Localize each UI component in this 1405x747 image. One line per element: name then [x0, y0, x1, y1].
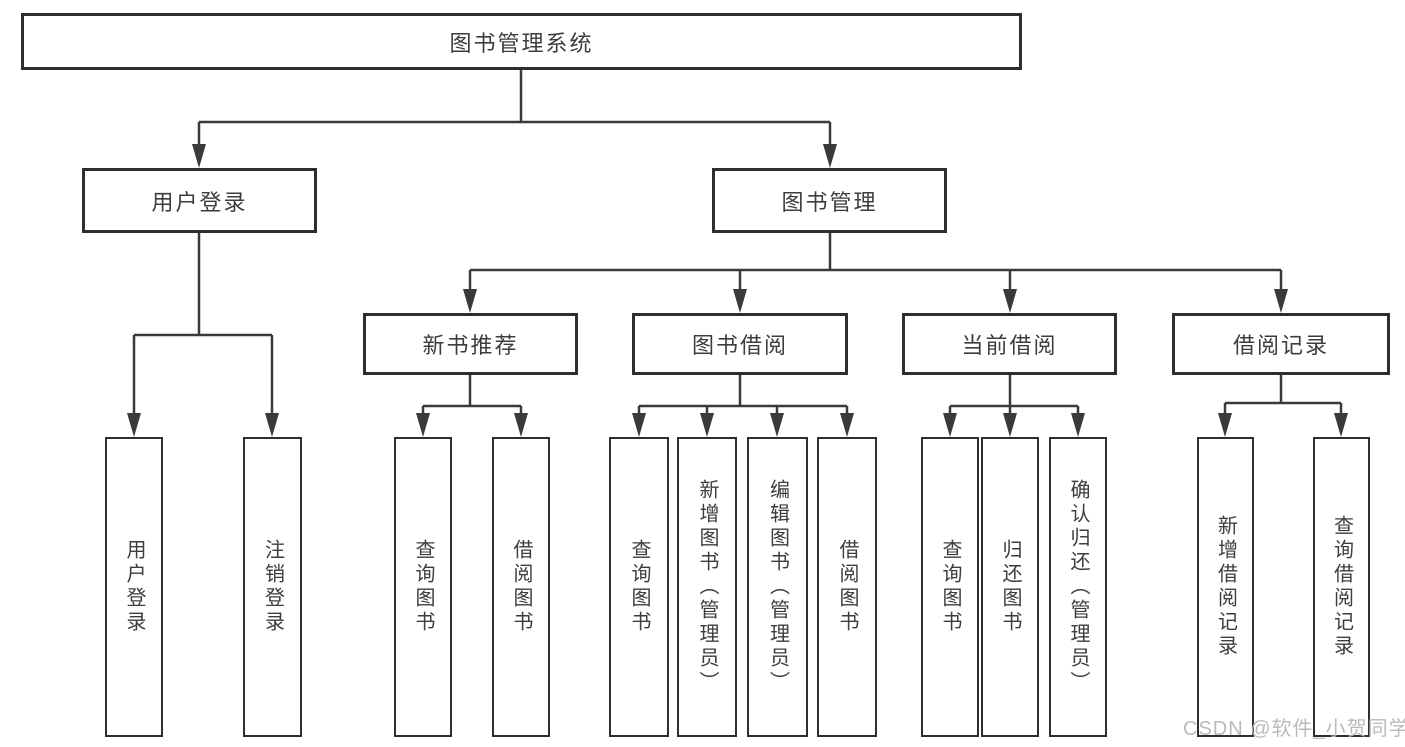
node-new-book-recommend: 新书推荐 [363, 313, 578, 375]
leaf-query-borrow-record-label: 查询借阅记录 [1330, 515, 1353, 659]
node-new-book-recommend-label: 新书推荐 [422, 333, 519, 358]
leaf-borrow-books-borrowing: 借阅图书 [817, 437, 877, 737]
leaf-add-borrow-record: 新增借阅记录 [1197, 437, 1254, 737]
leaf-confirm-return-admin: 确认归还（管理员） [1049, 437, 1107, 737]
node-book-borrowing: 图书借阅 [632, 313, 848, 375]
leaf-return-books: 归还图书 [981, 437, 1039, 737]
watermark-text: CSDN @软件_小贺同学 [1183, 718, 1405, 740]
node-user-login-label: 用户登录 [151, 189, 248, 215]
leaf-add-books-admin-label: 新增图书（管理员） [696, 479, 718, 695]
node-borrowing-records: 借阅记录 [1172, 313, 1390, 375]
leaf-user-login-label: 用户登录 [123, 539, 145, 635]
leaf-add-borrow-record-label: 新增借阅记录 [1214, 515, 1237, 659]
leaf-query-books-current-label: 查询图书 [939, 539, 961, 635]
node-root-label: 图书管理系统 [449, 30, 594, 56]
node-book-management-label: 图书管理 [781, 189, 878, 215]
leaf-query-books-borrowing: 查询图书 [609, 437, 669, 737]
node-user-login: 用户登录 [82, 168, 317, 233]
leaf-borrow-books-recommend-label: 借阅图书 [510, 539, 532, 635]
node-borrowing-records-label: 借阅记录 [1232, 333, 1329, 358]
leaf-query-books-recommend: 查询图书 [394, 437, 452, 737]
node-current-borrowing: 当前借阅 [902, 313, 1117, 375]
leaf-logout-label: 注销登录 [261, 539, 284, 635]
leaf-query-books-current: 查询图书 [921, 437, 979, 737]
leaf-borrow-books-borrowing-label: 借阅图书 [836, 539, 858, 635]
leaf-return-books-label: 归还图书 [999, 539, 1021, 635]
leaf-add-books-admin: 新增图书（管理员） [677, 437, 737, 737]
node-root: 图书管理系统 [21, 13, 1022, 70]
node-book-management: 图书管理 [712, 168, 947, 233]
node-current-borrowing-label: 当前借阅 [961, 333, 1058, 358]
leaf-query-books-borrowing-label: 查询图书 [628, 539, 650, 635]
leaf-user-login: 用户登录 [105, 437, 163, 737]
leaf-query-borrow-record: 查询借阅记录 [1313, 437, 1370, 737]
leaf-confirm-return-admin-label: 确认归还（管理员） [1067, 479, 1089, 695]
leaf-edit-books-admin: 编辑图书（管理员） [747, 437, 808, 737]
leaf-logout: 注销登录 [243, 437, 302, 737]
leaf-borrow-books-recommend: 借阅图书 [492, 437, 550, 737]
leaf-edit-books-admin-label: 编辑图书（管理员） [766, 479, 789, 695]
leaf-query-books-recommend-label: 查询图书 [412, 539, 434, 635]
node-book-borrowing-label: 图书借阅 [691, 333, 788, 358]
